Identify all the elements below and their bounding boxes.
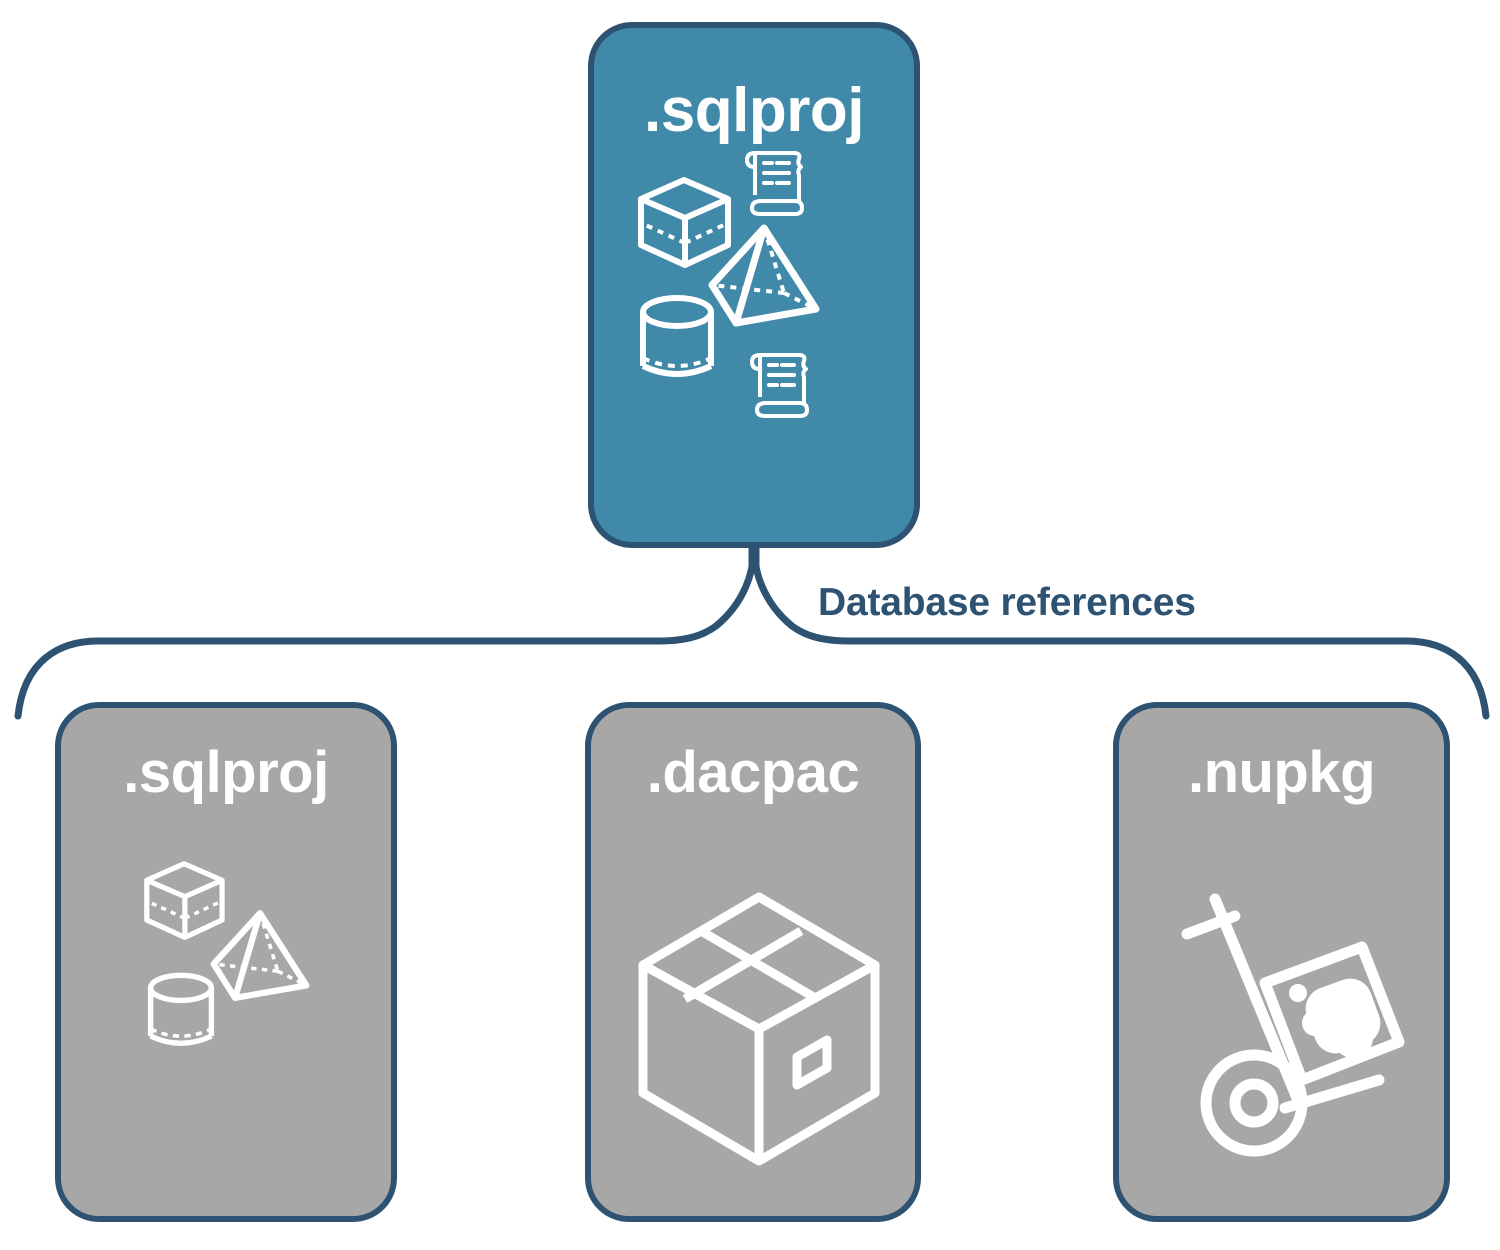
cube-wireframe-icon [144,861,225,940]
reference-node-label: .dacpac [646,740,860,805]
cube-wireframe-icon [638,177,731,268]
cylinder-wireframe-icon [640,295,714,377]
reference-node-icon-group [1119,802,1444,1216]
connector-label-database-references: Database references [818,581,1196,624]
root-node-sqlproj[interactable]: .sqlproj [588,22,920,548]
reference-node-sqlproj[interactable]: .sqlproj [55,702,397,1222]
reference-node-dacpac[interactable]: .dacpac [585,702,921,1222]
reference-node-label: .sqlproj [123,740,329,805]
scroll-script-icon [749,352,809,418]
package-box-icon [638,892,880,1166]
pyramid-wireframe-icon [708,224,820,327]
reference-node-icon-group [61,802,391,1216]
reference-node-nupkg[interactable]: .nupkg [1113,702,1450,1222]
cylinder-wireframe-icon [147,972,215,1046]
reference-node-icon-group [591,802,915,1216]
hand-truck-package-icon [1181,893,1405,1157]
reference-node-label: .nupkg [1187,740,1376,805]
root-node-icon-group [594,142,914,542]
root-node-label: .sqlproj [644,76,864,145]
pyramid-wireframe-icon [210,910,310,1001]
scroll-script-icon [744,150,804,216]
